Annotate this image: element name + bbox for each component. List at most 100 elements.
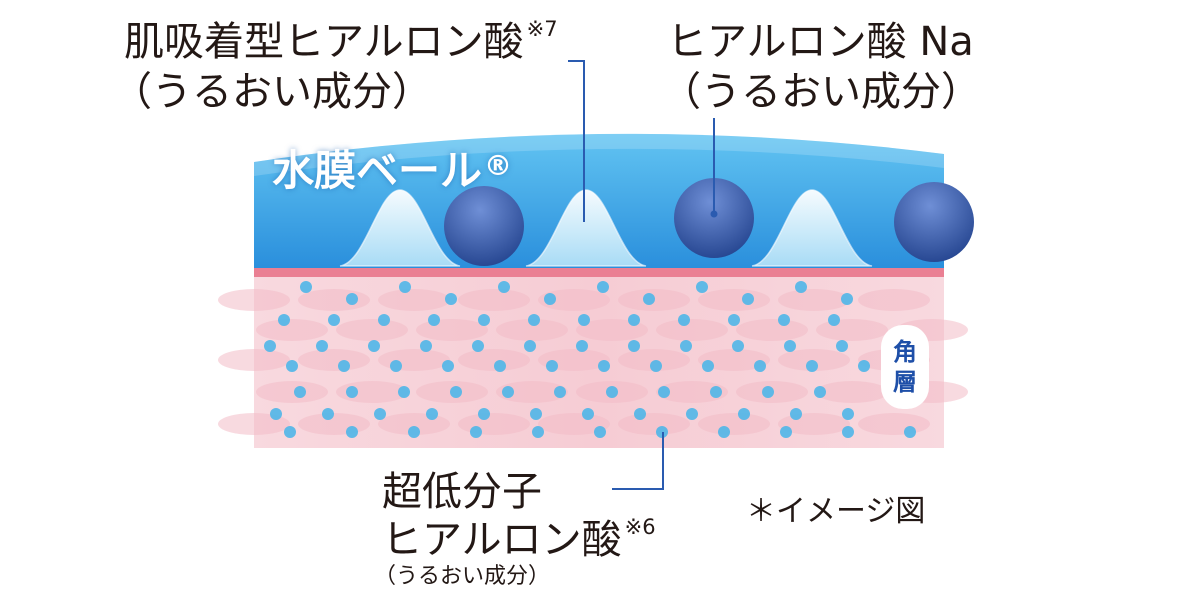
ultra-low-molecular-dot-icon	[650, 360, 662, 372]
ultra-low-molecular-dot-icon	[606, 386, 618, 398]
ultra-low-molecular-dot-icon	[278, 314, 290, 326]
ultra-low-molecular-dot-icon	[598, 360, 610, 372]
skin-cell	[496, 319, 568, 341]
ultra-low-molecular-dot-icon	[628, 340, 640, 352]
ultra-low-molecular-dot-icon	[530, 408, 542, 420]
ultra-low-molecular-dot-icon	[732, 340, 744, 352]
ultra-low-molecular-dot-icon	[628, 314, 640, 326]
water-film-highlight	[254, 133, 944, 176]
skin-cell	[698, 289, 770, 311]
skin-cell	[816, 381, 888, 403]
ultra-low-molecular-dot-icon	[795, 281, 807, 293]
registered-mark: ®	[484, 149, 513, 182]
skin-cell	[496, 381, 568, 403]
translucent-hyaluronic-bump-icon	[339, 189, 461, 267]
ultra-low-molecular-dot-icon	[502, 386, 514, 398]
ultra-low-molecular-dot-icon	[286, 360, 298, 372]
skin-cell	[458, 289, 530, 311]
ultra-low-molecular-dot-icon	[696, 281, 708, 293]
hyaluronic-na-sphere-icon	[444, 186, 524, 266]
skin-cell	[218, 289, 290, 311]
ultra-low-molecular-dot-icon	[532, 426, 544, 438]
ultra-low-molecular-dot-icon	[478, 314, 490, 326]
ultra-low-molecular-dot-icon	[498, 281, 510, 293]
ultra-low-molecular-dot-icon	[778, 314, 790, 326]
label-skin-adsorbing-ha: 肌吸着型ヒアルロン酸※7	[124, 19, 558, 65]
ultra-low-molecular-dot-icon	[472, 340, 484, 352]
ultra-low-molecular-dot-icon	[658, 386, 670, 398]
ultra-low-molecular-dot-icon	[814, 386, 826, 398]
leader-lines	[568, 60, 718, 490]
ultra-low-molecular-dot-icon	[634, 408, 646, 420]
ultra-low-molecular-dot-icon	[578, 314, 590, 326]
footnote-6: ※6	[624, 515, 656, 539]
skin-cell	[336, 319, 408, 341]
ultra-low-molecular-dot-icon	[597, 281, 609, 293]
ultra-low-molecular-dot-icon	[710, 386, 722, 398]
skin-cell	[778, 349, 850, 371]
label-ha-na: ヒアルロン酸 Na	[667, 19, 974, 65]
ultra-low-molecular-dot-icon	[398, 386, 410, 398]
skin-cell	[256, 381, 328, 403]
skin-cell	[256, 319, 328, 341]
leader-line-top-left	[568, 60, 585, 222]
stratum-corneum-char-2: 層	[893, 368, 917, 396]
ultra-low-molecular-dot-icon	[294, 386, 306, 398]
ultra-low-molecular-dot-icon	[338, 360, 350, 372]
ultra-low-molecular-dot-icon	[426, 408, 438, 420]
skin-cell	[378, 349, 450, 371]
ultra-low-molecular-dot-icon	[442, 360, 454, 372]
skin-cell	[736, 319, 808, 341]
stratum-corneum-char-1: 角	[893, 338, 917, 366]
skin-dots	[264, 281, 916, 438]
skin-layer	[218, 268, 968, 448]
skin-cell	[576, 319, 648, 341]
ultra-low-molecular-dot-icon	[554, 386, 566, 398]
stratum-corneum-label: 角 層	[881, 325, 929, 409]
ultra-low-molecular-dot-icon	[428, 314, 440, 326]
label-ha-bottom-text: ヒアルロン酸	[382, 517, 622, 563]
translucent-hyaluronic-bump-icon	[751, 189, 873, 267]
label-moisturizing-1: （うるおい成分）	[112, 69, 432, 115]
ultra-low-molecular-dot-icon	[390, 360, 402, 372]
image-illustration-note: ＊イメージ図	[746, 494, 926, 529]
ultra-low-molecular-dot-icon	[450, 386, 462, 398]
skin-cell	[298, 349, 370, 371]
footnote-7: ※7	[526, 17, 558, 41]
ultra-low-molecular-dot-icon	[264, 340, 276, 352]
ultra-low-molecular-dot-icon	[728, 314, 740, 326]
skin-cell	[698, 349, 770, 371]
label-skin-adsorbing-ha-text: 肌吸着型ヒアルロン酸	[124, 19, 524, 65]
ultra-low-molecular-dot-icon	[346, 426, 358, 438]
skin-cell	[778, 289, 850, 311]
ultra-low-molecular-dot-icon	[478, 408, 490, 420]
ultra-low-molecular-dot-icon	[678, 314, 690, 326]
ultra-low-molecular-dot-icon	[544, 293, 556, 305]
ultra-low-molecular-dot-icon	[368, 340, 380, 352]
ultra-low-molecular-dot-icon	[576, 340, 588, 352]
water-film-name: 水膜ベール®	[272, 150, 512, 192]
ultra-low-molecular-dot-icon	[284, 426, 296, 438]
skin-cell	[416, 319, 488, 341]
ultra-low-molecular-dot-icon	[322, 408, 334, 420]
skin-cell	[858, 289, 930, 311]
ultra-low-molecular-dot-icon	[445, 293, 457, 305]
ultra-low-molecular-dot-icon	[806, 360, 818, 372]
ultra-low-molecular-dot-icon	[528, 314, 540, 326]
ultra-low-molecular-dot-icon	[594, 426, 606, 438]
label-ultra-low-molecular: 超低分子	[382, 469, 542, 515]
ultra-low-molecular-dot-icon	[828, 314, 840, 326]
ultra-low-molecular-dot-icon	[494, 360, 506, 372]
ultra-low-molecular-dot-icon	[300, 281, 312, 293]
ultra-low-molecular-dot-icon	[754, 360, 766, 372]
label-moisturizing-3: （うるおい成分）	[374, 564, 551, 589]
film-particles	[339, 178, 974, 267]
skin-cell	[858, 413, 930, 435]
leader-dot-top-right	[710, 210, 718, 218]
ultra-low-molecular-dot-icon	[420, 340, 432, 352]
ultra-low-molecular-dot-icon	[374, 408, 386, 420]
hyaluronic-na-sphere-icon	[674, 178, 754, 258]
ultra-low-molecular-dot-icon	[328, 314, 340, 326]
ultra-low-molecular-dot-icon	[836, 340, 848, 352]
